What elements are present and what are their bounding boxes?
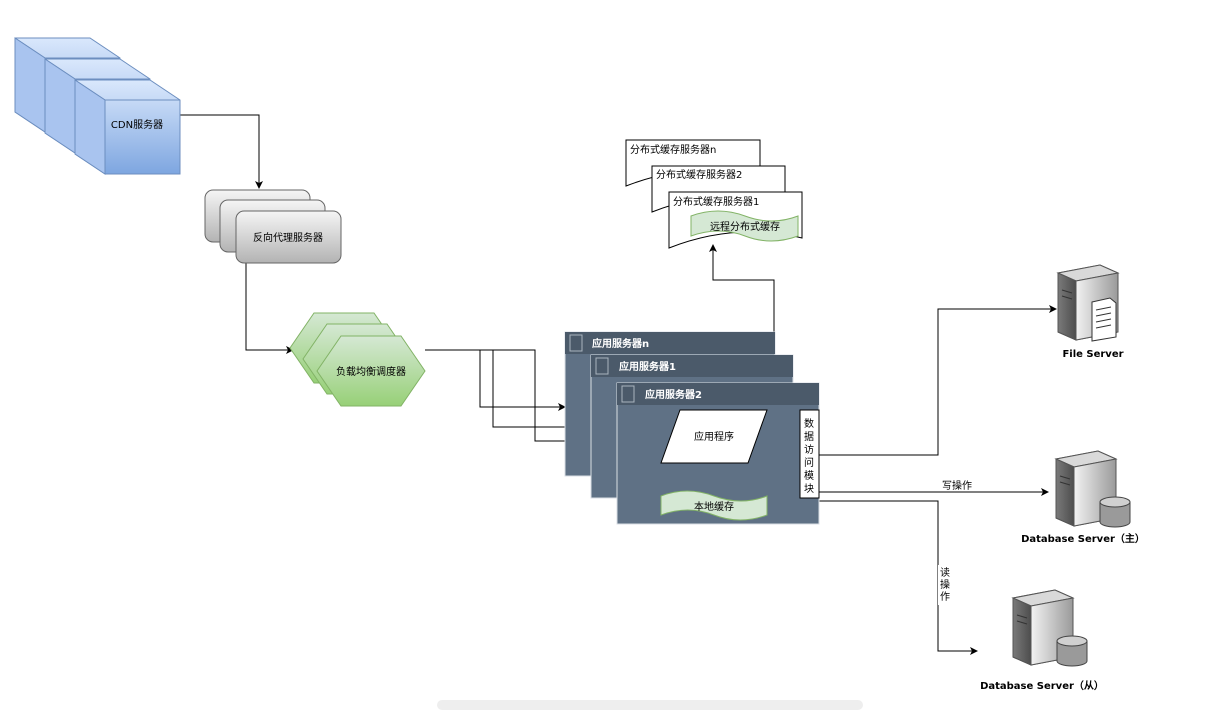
write-label: 写操作: [942, 479, 972, 492]
server-icon: [621, 385, 635, 403]
server-icon: [595, 357, 609, 375]
edge-proxy-to-lb: [245, 263, 294, 354]
db-master-label: Database Server（主）: [1021, 532, 1145, 545]
file-server-label: File Server: [1062, 349, 1123, 360]
local-cache-tape: 本地缓存: [660, 490, 768, 521]
app-program-label: 应用程序: [694, 430, 734, 443]
horizontal-scrollbar[interactable]: [437, 700, 863, 710]
svg-text:应用服务器1: 应用服务器1: [619, 360, 676, 373]
svg-text:应用服务器n: 应用服务器n: [592, 337, 649, 350]
cache-server-stack: 分布式缓存服务器n 分布式缓存服务器2 分布式缓存服务器1 远程分布式缓存: [625, 139, 803, 249]
svg-text:分布式缓存服务器2: 分布式缓存服务器2: [656, 168, 742, 181]
db-server-slave: Database Server（从）: [980, 589, 1104, 692]
svg-text:数: 数: [804, 417, 814, 430]
svg-text:据: 据: [804, 430, 814, 443]
document-icon: [1091, 297, 1117, 342]
db-server-master: Database Server（主）: [1021, 450, 1145, 545]
database-icon: [1099, 496, 1131, 528]
svg-text:块: 块: [804, 483, 814, 495]
app-program: 应用程序: [660, 409, 768, 464]
remote-cache-label: 远程分布式缓存: [710, 220, 780, 233]
svg-text:模: 模: [804, 470, 814, 482]
svg-text:访: 访: [804, 444, 814, 456]
read-label: 读 操 作: [938, 565, 952, 605]
file-server: File Server: [1056, 264, 1124, 360]
proxy-label: 反向代理服务器: [253, 231, 323, 244]
edge-read: [819, 500, 978, 655]
svg-text:作: 作: [940, 591, 950, 603]
svg-text:应用服务器2: 应用服务器2: [645, 388, 702, 401]
svg-text:分布式缓存服务器1: 分布式缓存服务器1: [673, 195, 759, 208]
lb-label: 负载均衡调度器: [336, 365, 406, 378]
database-icon: [1056, 635, 1088, 667]
svg-text:问: 问: [804, 456, 814, 469]
edge-lb-to-app-n: [425, 349, 566, 411]
load-balancer-stack: 负载均衡调度器: [289, 312, 426, 407]
data-access-module: 数 据 访 问 模 块: [799, 409, 820, 499]
db-slave-label: Database Server（从）: [980, 679, 1104, 692]
cdn-server-stack: CDN服务器: [14, 37, 181, 175]
edge-cdn-to-proxy: [180, 114, 263, 189]
app-server-stack: 应用服务器n 应用服务器1 应用服务器2 应用程序 本地缓存 数 据 访: [564, 331, 820, 525]
remote-cache-tape: 远程分布式缓存: [690, 210, 799, 242]
cdn-label: CDN服务器: [111, 118, 163, 131]
svg-text:读: 读: [940, 566, 950, 579]
reverse-proxy-stack: 反向代理服务器: [204, 189, 342, 264]
edge-to-file-server: [819, 305, 1057, 456]
local-cache-label: 本地缓存: [694, 500, 734, 513]
server-icon: [569, 334, 583, 352]
svg-text:操: 操: [940, 578, 950, 591]
svg-text:分布式缓存服务器n: 分布式缓存服务器n: [630, 143, 716, 156]
